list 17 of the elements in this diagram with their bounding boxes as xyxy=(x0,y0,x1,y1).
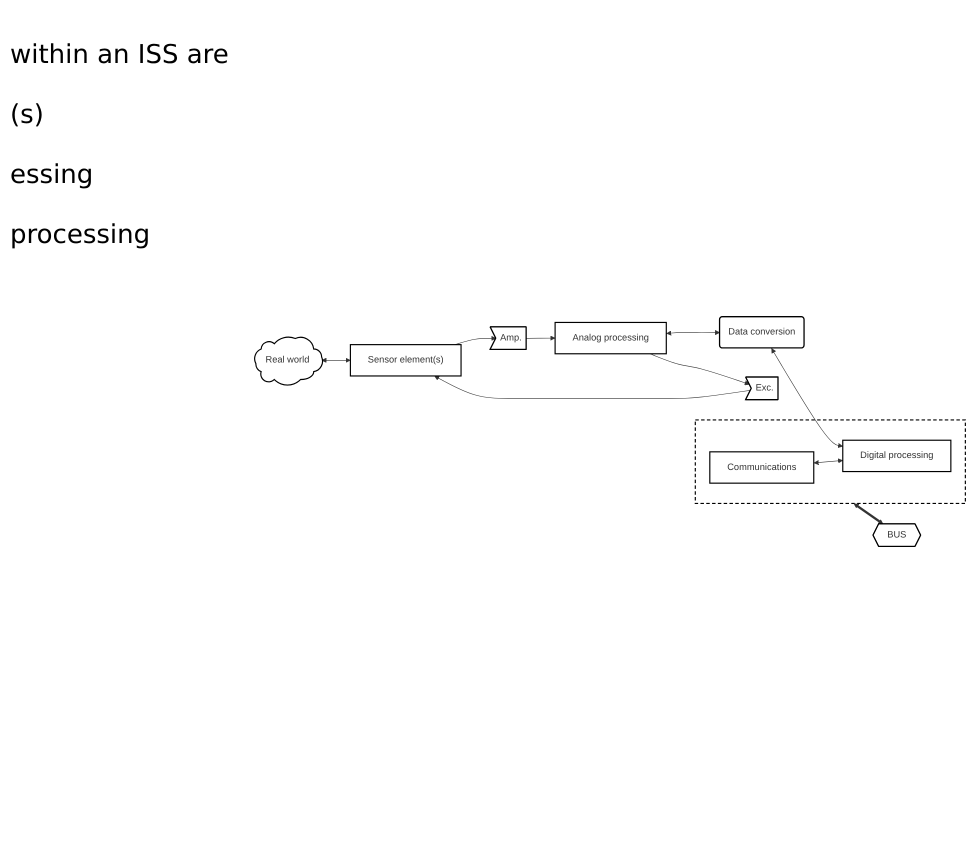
node-box: Analog processing xyxy=(554,322,667,355)
node-box: Digital processing xyxy=(842,440,952,473)
arrow xyxy=(854,504,884,525)
slide-text: within an ISS are xyxy=(10,40,230,70)
slide-text: processing xyxy=(10,220,152,250)
arrow xyxy=(321,358,351,364)
arrow xyxy=(526,336,556,342)
arrow xyxy=(454,336,496,346)
slide-text: (s) xyxy=(10,100,45,130)
cluster xyxy=(694,420,966,505)
arrow xyxy=(814,458,843,466)
arrow xyxy=(666,330,720,336)
node-box: Sensor element(s) xyxy=(350,344,462,378)
node-box: Communications xyxy=(709,452,814,484)
arrow xyxy=(771,348,843,448)
arrow xyxy=(434,376,751,400)
slide-text: essing xyxy=(10,160,94,190)
